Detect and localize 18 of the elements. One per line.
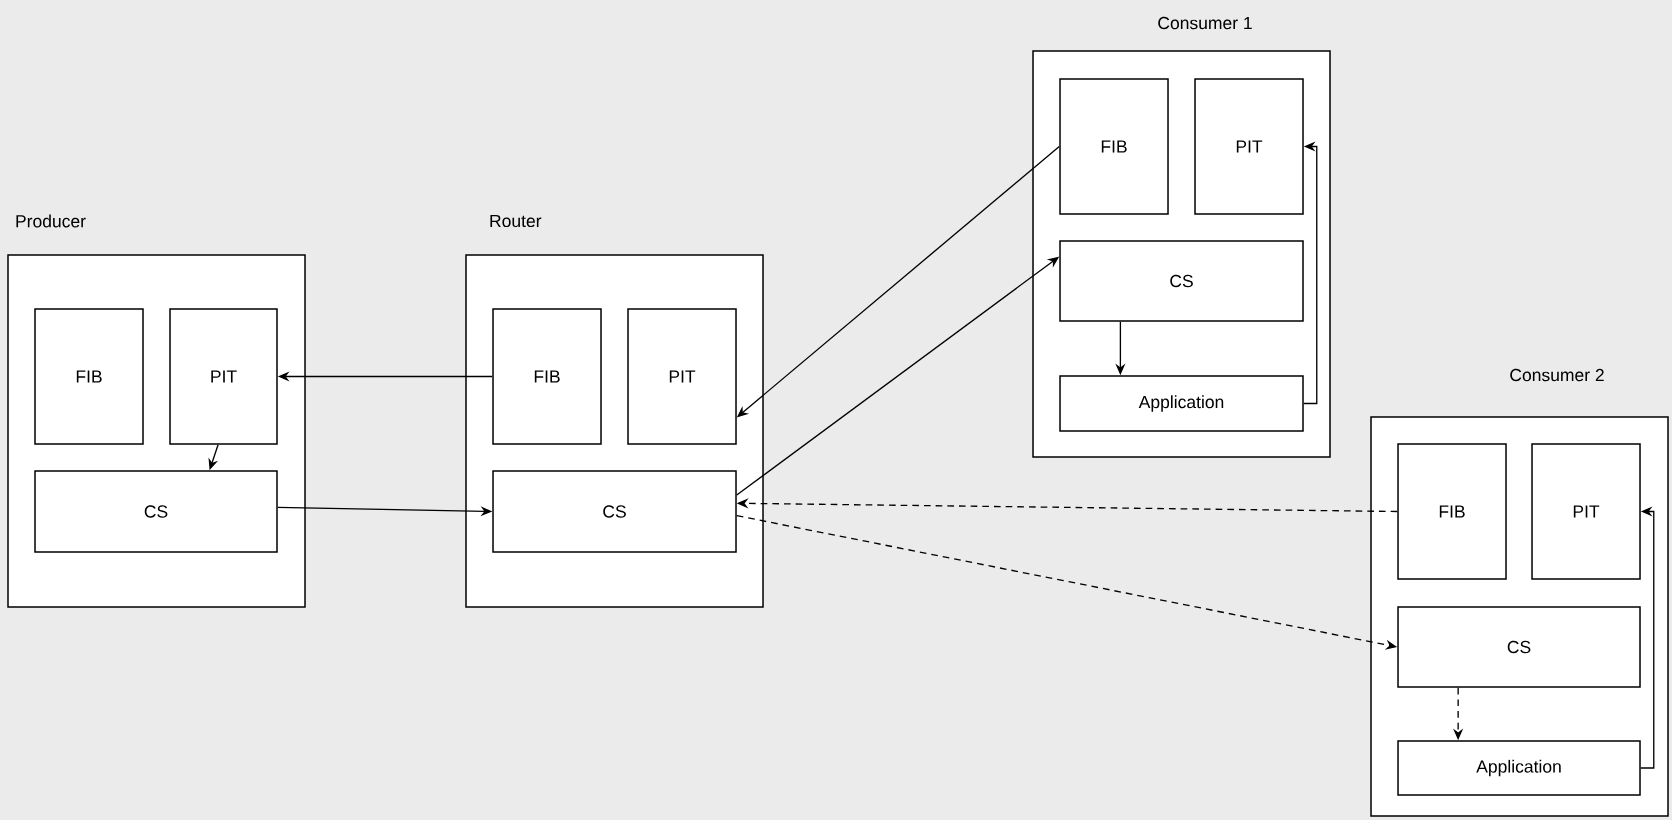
node-label: Consumer 2 xyxy=(1510,368,1604,382)
table-box: PIT xyxy=(1194,78,1304,215)
table-box: CS xyxy=(1059,240,1304,322)
table-box: PIT xyxy=(169,308,278,445)
table-box: FIB xyxy=(492,308,602,445)
table-box: CS xyxy=(492,470,737,553)
node-label: Consumer 1 xyxy=(1158,16,1252,30)
table-box: Application xyxy=(1397,740,1641,796)
table-box: PIT xyxy=(627,308,737,445)
table-box: PIT xyxy=(1531,443,1641,580)
table-box: FIB xyxy=(1059,78,1169,215)
table-box: FIB xyxy=(1397,443,1507,580)
table-box: Application xyxy=(1059,375,1304,432)
table-box: CS xyxy=(1397,606,1641,688)
node-label: Producer xyxy=(16,214,86,228)
table-box: CS xyxy=(34,470,278,553)
node-label: Router xyxy=(490,214,542,228)
table-box: FIB xyxy=(34,308,144,445)
